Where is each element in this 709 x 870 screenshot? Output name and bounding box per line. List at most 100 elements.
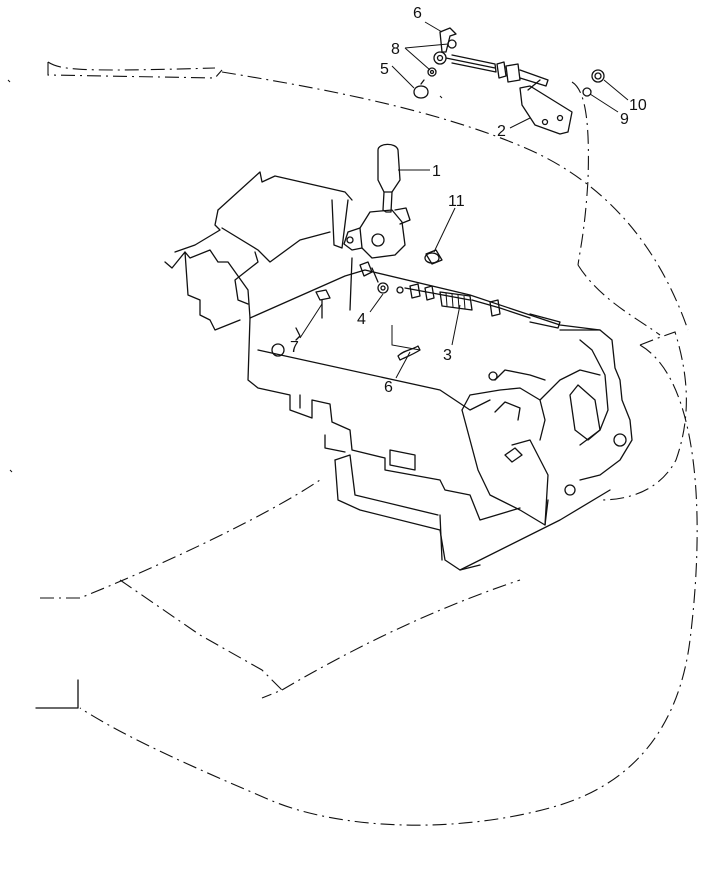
outline-corner xyxy=(35,679,79,709)
frame-hole-1 xyxy=(613,433,627,447)
cable-tail xyxy=(529,313,561,329)
leader-lines xyxy=(299,21,629,379)
lever-upper-lug xyxy=(394,207,411,225)
leader-7 xyxy=(299,303,323,339)
lever-bracket-foot xyxy=(359,261,373,277)
bolt-7 xyxy=(315,289,331,319)
cable-assembly xyxy=(371,267,561,329)
outline-floor-left xyxy=(40,479,321,599)
outline-floor-step xyxy=(119,579,283,699)
housing-lower-side xyxy=(439,514,443,561)
leader-6-top xyxy=(424,21,443,33)
upper-rod xyxy=(445,57,496,69)
cable-nut-2 xyxy=(424,285,435,301)
nut-10 xyxy=(591,69,605,83)
leader-10 xyxy=(603,79,629,101)
outline-top-left-edge xyxy=(47,62,223,79)
callout-3: 3 xyxy=(443,347,452,364)
washer-8-b xyxy=(427,67,437,77)
callout-6-top: 6 xyxy=(413,5,422,22)
frame-right-inner xyxy=(579,339,609,446)
cable-link xyxy=(371,267,379,283)
machine-outline xyxy=(7,61,698,826)
lever-shaft xyxy=(382,191,393,213)
upper-rod-outline xyxy=(451,54,497,73)
cable-sleeve-ribs xyxy=(445,292,466,310)
outline-floor-mid xyxy=(281,579,521,691)
callout-11: 11 xyxy=(448,193,465,210)
leader-pin-ref xyxy=(391,325,421,351)
housing-ribs xyxy=(299,394,346,453)
washer-8-b-center xyxy=(429,69,435,75)
lever-plate-edge xyxy=(349,257,353,311)
left-panel-upper xyxy=(217,171,353,211)
housing-tab xyxy=(389,449,416,471)
lever-side-lug xyxy=(343,227,363,251)
leader-3 xyxy=(451,304,461,346)
lever-side-bolt xyxy=(346,236,354,244)
nuts-right xyxy=(582,69,605,97)
callout-10: 10 xyxy=(629,97,647,114)
frame-hole-2 xyxy=(564,484,576,496)
cable-route-lower xyxy=(577,264,661,336)
callout-5: 5 xyxy=(380,61,389,78)
cable-nut-1 xyxy=(409,283,421,299)
small-parts-upper xyxy=(413,27,457,99)
frame-bracket-left xyxy=(461,387,546,441)
bolt-head xyxy=(315,289,331,301)
callout-1: 1 xyxy=(432,163,441,180)
outline-cab-arc xyxy=(221,71,689,331)
washer-8-a xyxy=(447,39,457,49)
fitting-4 xyxy=(377,282,389,294)
left-panel-lip xyxy=(234,251,259,305)
lever-knob xyxy=(377,143,401,193)
leader-2 xyxy=(509,117,531,129)
nut-10-center xyxy=(594,72,602,80)
left-panel-top xyxy=(164,249,251,319)
lever-housing xyxy=(359,209,406,259)
leader-11 xyxy=(433,207,456,253)
callout-8: 8 xyxy=(391,41,400,58)
housing-lower-inner xyxy=(334,454,439,516)
upper-cable-end xyxy=(519,69,549,87)
cotter-pin-6-top xyxy=(439,27,457,53)
plug-body xyxy=(425,249,443,265)
frame-clip xyxy=(504,447,523,463)
lever-mount-plate xyxy=(331,199,349,249)
cable-rod xyxy=(404,287,471,301)
housing-notch xyxy=(295,327,301,341)
cable-nut-3 xyxy=(489,299,501,317)
frame-bolt xyxy=(488,371,498,381)
callout-labels: 1 2 3 4 5 6 6 7 8 9 10 11 xyxy=(290,5,647,396)
clevis-top xyxy=(433,51,447,65)
upper-nut-1 xyxy=(496,61,507,79)
lever-pivot xyxy=(371,233,385,247)
callout-7: 7 xyxy=(290,339,299,356)
frame-bracket-top xyxy=(494,369,546,381)
pin-5 xyxy=(413,85,429,99)
left-panel-body xyxy=(184,251,241,331)
outline-right-panel xyxy=(599,331,687,501)
outline-top-left xyxy=(47,61,216,71)
control-lever xyxy=(331,143,411,311)
frame-right-plate xyxy=(559,329,633,481)
upper-nut-2 xyxy=(505,63,521,83)
left-panel xyxy=(164,171,353,331)
clevis-end xyxy=(396,286,404,294)
washer-9 xyxy=(582,87,592,97)
bracket-tab xyxy=(527,79,541,91)
callout-9: 9 xyxy=(620,111,629,128)
bracket-2 xyxy=(519,85,573,135)
leader-9 xyxy=(589,93,619,113)
frame-window xyxy=(569,384,601,441)
console-housing xyxy=(247,269,611,571)
housing-bottom-right xyxy=(459,489,611,571)
left-panel-inner xyxy=(221,227,331,263)
bracket-hole-1 xyxy=(541,118,549,126)
housing-top-edge xyxy=(249,269,601,331)
frame-lug xyxy=(494,401,521,421)
callout-2: 2 xyxy=(497,123,506,140)
leader-5 xyxy=(391,65,415,89)
housing-panel-line xyxy=(257,349,491,411)
